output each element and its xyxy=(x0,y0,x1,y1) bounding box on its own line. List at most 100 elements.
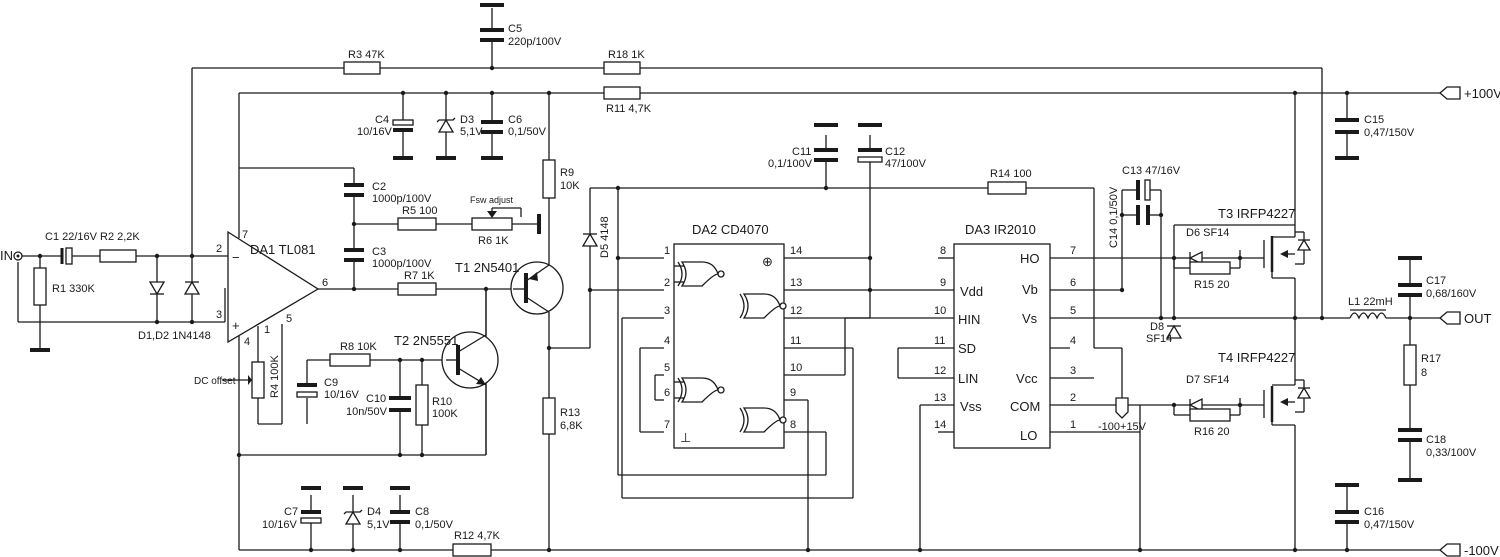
transistor-t2: T2 2N5551 xyxy=(394,289,499,389)
inductor-l1: L1 22mH xyxy=(1348,296,1393,324)
resistor-r8: R8 10K xyxy=(329,341,377,367)
junction-dot xyxy=(1292,315,1298,321)
resistor-r9: R9 10K xyxy=(542,159,580,199)
svg-text:6: 6 xyxy=(1070,277,1076,289)
value-d8: SF14 xyxy=(1146,333,1172,345)
svg-text:5: 5 xyxy=(1070,305,1076,317)
label-da1: DA1 TL081 xyxy=(250,242,316,257)
label-c4: C4 xyxy=(375,114,389,126)
junction-dot xyxy=(1344,547,1350,553)
value-d4: 5,1V xyxy=(367,519,390,531)
svg-text:2: 2 xyxy=(664,277,670,289)
label-r18: R18 1K xyxy=(608,49,645,61)
pin-label-vss: Vss xyxy=(960,399,982,414)
pin-label-com: COM xyxy=(1010,399,1040,414)
junction-dot xyxy=(1158,212,1164,218)
capacitor-c6: C6 0,1/50V xyxy=(481,114,547,160)
junction-dot xyxy=(400,90,406,96)
label-r11: R11 4,7K xyxy=(606,103,652,115)
resistor-r3: R3 47K xyxy=(343,49,385,75)
diode-d8: D8 SF14 xyxy=(1146,321,1183,345)
chip-da3: DA3 IR2010 8 9 10 11 12 13 14 7 6 5 4 3 … xyxy=(934,222,1076,449)
svg-text:8: 8 xyxy=(940,245,946,257)
value-c6: 0,1/50V xyxy=(508,126,547,138)
junction-dot xyxy=(154,319,160,325)
resistor-r7: R7 1K xyxy=(397,270,437,296)
svg-text:4: 4 xyxy=(664,335,670,347)
junctions xyxy=(37,65,1413,553)
resistor-r10: R10 100K xyxy=(415,384,458,426)
label-da3: DA3 IR2010 xyxy=(965,222,1036,237)
value-r17: 8 xyxy=(1421,367,1427,379)
junction-dot xyxy=(236,452,242,458)
junction-dot xyxy=(1171,315,1177,321)
capacitor-c2: C2 1000p/100V xyxy=(344,181,432,205)
resistor-r13: R13 6,8K xyxy=(542,397,583,435)
label-r3: R3 47K xyxy=(348,49,385,61)
resistor-r1: R1 330K xyxy=(30,267,95,352)
transistor-t1: T1 2N5401 xyxy=(455,260,564,315)
label-c9: C9 xyxy=(324,377,338,389)
mosfet-t3: T3 IRFP4227 xyxy=(1218,206,1312,279)
value-c3: 1000p/100V xyxy=(372,258,432,270)
value-d3: 5,1V xyxy=(460,126,483,138)
port-v15: -100+15V xyxy=(1098,397,1147,433)
label-r8: R8 10K xyxy=(340,341,377,353)
value-r9: 10K xyxy=(560,180,580,192)
label-l1: L1 22mH xyxy=(1348,296,1393,308)
label-c17: C17 xyxy=(1426,275,1446,287)
value-c2: 1000p/100V xyxy=(372,193,432,205)
value-c5: 220p/100V xyxy=(508,36,562,48)
value-r13: 6,8K xyxy=(560,420,583,432)
resistor-r15: R15 20 xyxy=(1189,261,1231,291)
svg-text:12: 12 xyxy=(790,305,802,317)
value-c11: 0,1/100V xyxy=(768,158,813,170)
label-t4: T4 IRFP4227 xyxy=(1218,350,1295,365)
svg-text:2: 2 xyxy=(1070,392,1076,404)
label-r14: R14 100 xyxy=(990,168,1032,180)
potentiometer-r4: DC offset R4 100K xyxy=(194,355,281,399)
resistor-r11: R11 4,7K xyxy=(603,86,652,115)
junction-dot xyxy=(615,255,621,261)
junction-dot xyxy=(419,452,425,458)
label-r13: R13 xyxy=(560,407,580,419)
label-r2: R2 2,2K xyxy=(100,231,140,243)
junction-dot xyxy=(489,65,495,71)
junction-dot xyxy=(189,319,195,325)
svg-text:6: 6 xyxy=(664,387,670,399)
label-r7: R7 1K xyxy=(404,270,435,282)
junction-dot xyxy=(587,287,593,293)
label-r4: R4 100K xyxy=(269,355,281,398)
label-c18: C18 xyxy=(1426,434,1446,446)
label-v15: -100+15V xyxy=(1098,421,1147,433)
gnd-mark: ⊥ xyxy=(680,430,691,445)
opamp-da1: − + DA1 TL081 2 3 7 6 4 5 1 xyxy=(216,229,328,348)
junction-dot xyxy=(546,547,552,553)
junction-dot xyxy=(1119,287,1125,293)
junction-dot xyxy=(1319,315,1325,321)
label-fsw: Fsw adjust xyxy=(470,195,514,205)
junction-dot xyxy=(351,221,357,227)
svg-text:3: 3 xyxy=(1070,365,1076,377)
svg-text:7: 7 xyxy=(1070,245,1076,257)
junction-dot xyxy=(189,253,195,259)
junction-dot xyxy=(546,90,552,96)
svg-text:7: 7 xyxy=(664,419,670,431)
junction-dot xyxy=(1158,315,1164,321)
capacitor-c1: C1 22/16V xyxy=(45,231,98,265)
svg-text:1: 1 xyxy=(1070,419,1076,431)
junction-dot xyxy=(1171,255,1177,261)
resistor-r17: R17 8 xyxy=(1403,344,1441,386)
junction-dot xyxy=(1292,90,1298,96)
label-r1: R1 330K xyxy=(52,283,95,295)
resistor-r16: R16 20 xyxy=(1189,408,1231,438)
port-out: OUT xyxy=(1439,311,1492,326)
label-c15: C15 xyxy=(1364,114,1384,126)
capacitor-c5: C5 220p/100V xyxy=(480,3,562,48)
label-r15: R15 20 xyxy=(1194,279,1229,291)
svg-text:13: 13 xyxy=(934,392,946,404)
label-c5: C5 xyxy=(508,23,522,35)
junction-dot xyxy=(1119,212,1125,218)
resistor-r2: R2 2,2K xyxy=(99,231,140,263)
